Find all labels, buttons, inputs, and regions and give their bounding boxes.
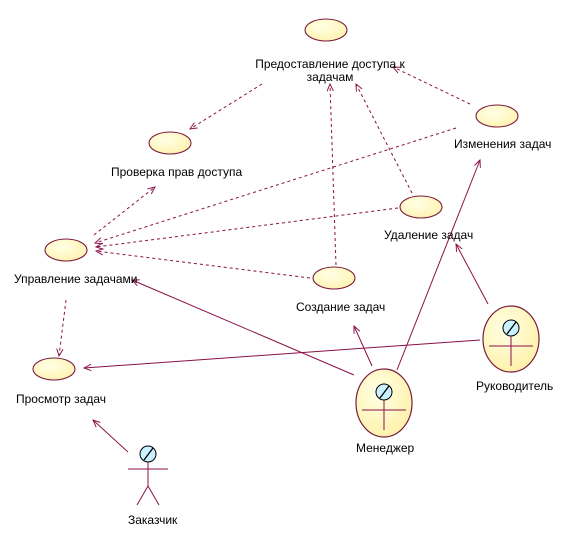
assoc-manager-to-create	[354, 326, 373, 367]
assoc-manager-to-change	[396, 160, 480, 371]
actor-manager-icon[interactable]	[355, 368, 413, 438]
use-case-access-ellipse[interactable]	[304, 18, 348, 42]
use-case-access-label: Предоставление доступа к задачам	[255, 57, 405, 84]
use-case-shapes	[32, 18, 519, 381]
assoc-manager-to-manage	[132, 280, 355, 376]
dep-manage-to-rights	[93, 187, 155, 236]
assoc-director-to-view	[84, 339, 481, 368]
dep-access-to-rights	[190, 83, 263, 129]
use-case-delete-ellipse[interactable]	[399, 195, 443, 219]
use-case-rights-ellipse[interactable]	[148, 131, 192, 155]
use-case-rights-label: Проверка прав доступа	[111, 165, 243, 179]
assoc-customer-to-view	[93, 420, 129, 453]
actor-customer-label: Заказчик	[128, 513, 178, 527]
dep-delete-to-manage	[96, 207, 399, 247]
dep-create-to-access	[330, 84, 337, 266]
use-case-delete-label: Удаление задач	[384, 228, 474, 242]
actor-manager-label: Менеджер	[356, 441, 415, 455]
dependency-lines	[59, 67, 471, 356]
use-case-change-label: Изменения задач	[454, 137, 552, 151]
dep-manage-to-view	[59, 299, 67, 356]
use-case-change-ellipse[interactable]	[475, 104, 519, 128]
use-case-view-ellipse[interactable]	[32, 357, 76, 381]
actor-customer-icon[interactable]	[128, 445, 168, 506]
use-case-view-label: Просмотр задач	[16, 392, 106, 406]
dep-delete-to-access	[356, 84, 413, 194]
association-lines	[84, 160, 489, 453]
assoc-director-to-delete	[456, 244, 489, 305]
dep-change-to-access	[393, 67, 471, 105]
use-case-create-ellipse[interactable]	[312, 266, 356, 290]
actor-director-label: Руководитель	[476, 379, 554, 393]
actor-director-icon[interactable]	[482, 305, 540, 373]
use-case-create-label: Создание задач	[296, 300, 386, 314]
use-case-manage-label: Управление задачами	[14, 272, 138, 286]
use-case-manage-ellipse[interactable]	[44, 238, 88, 262]
